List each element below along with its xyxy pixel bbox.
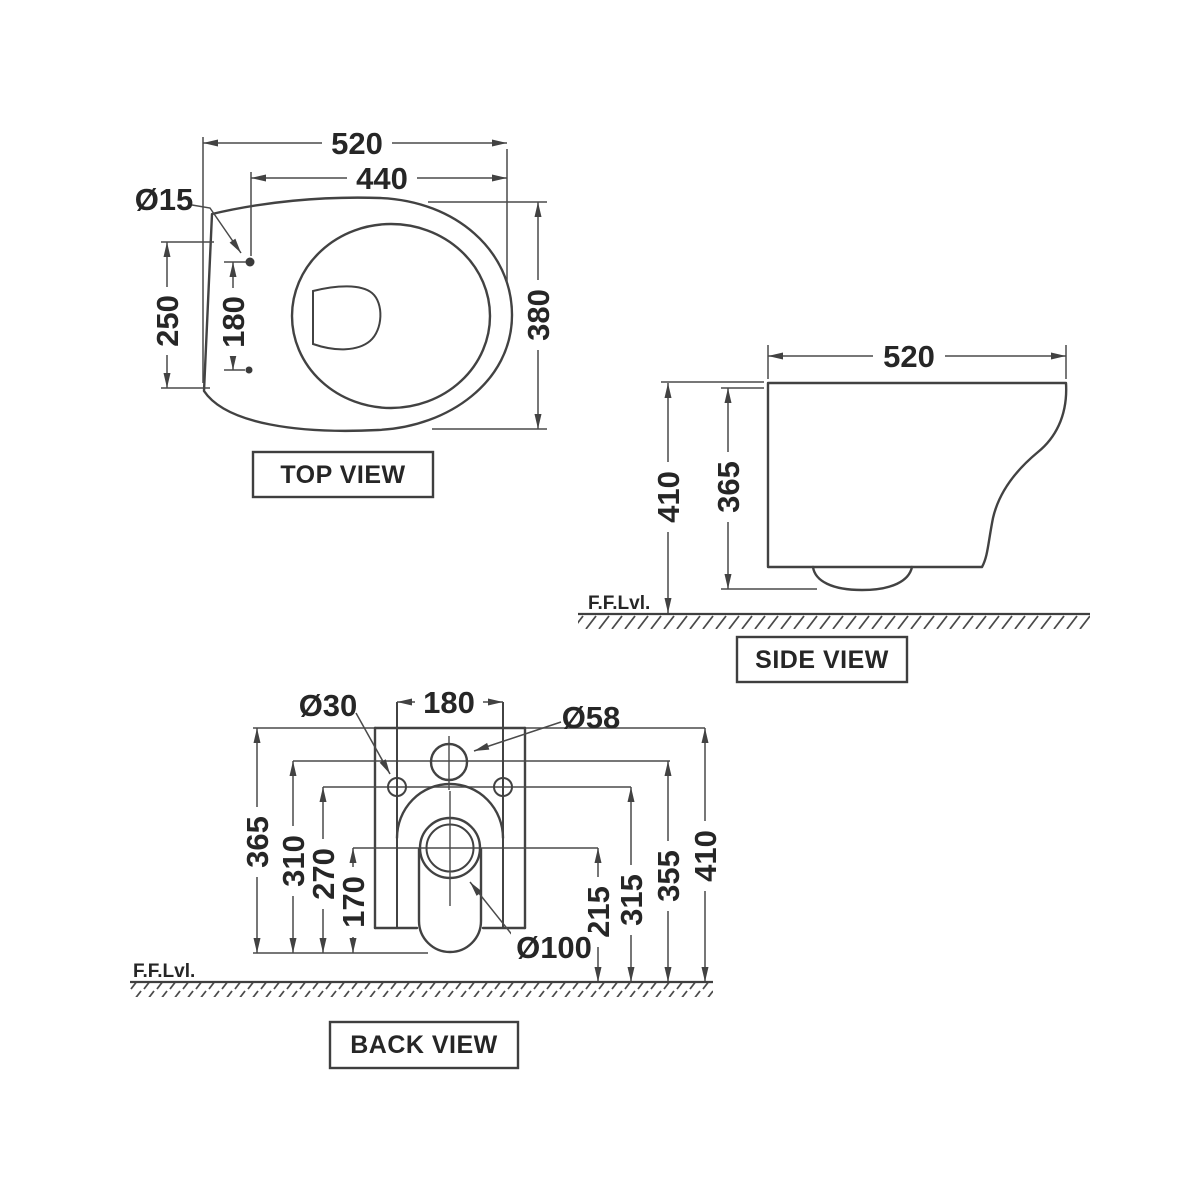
back-view-title-label: BACK VIEW: [350, 1031, 498, 1059]
dim-top-wall-face-width: 250: [150, 241, 214, 389]
dim-top-holes-to-front: 440: [250, 161, 507, 256]
dim-back-outlet-from-floor: 215: [581, 848, 616, 982]
dim-side-overall-length-label: 520: [883, 339, 935, 374]
callout-outlet-diameter-label: Ø100: [516, 930, 592, 965]
dim-back-outlet-from-base: 170: [336, 848, 371, 953]
dim-top-wall-face-width-label: 250: [150, 295, 185, 347]
dim-back-inlet-from-base: 310: [276, 761, 311, 953]
seat-hole-top: [245, 257, 255, 267]
callout-inlet-diameter: Ø58: [473, 700, 621, 752]
dim-top-seat-hole-spacing: 180: [216, 261, 251, 371]
dim-back-fixing-from-base-label: 270: [306, 848, 341, 900]
bowl-rim: [290, 222, 492, 410]
dim-back-fixing-from-floor: 315: [614, 787, 649, 982]
pan-outline-side: [766, 381, 1068, 569]
dim-side-body-height: 365: [711, 387, 817, 590]
callout-fixing-hole-diameter-label: Ø30: [299, 688, 358, 723]
back-view-title: BACK VIEW: [328, 1020, 520, 1070]
callout-seat-hole-diameter-label: Ø15: [135, 182, 194, 217]
side-view-title: SIDE VIEW: [735, 635, 909, 684]
seat-hole-bottom: [245, 366, 253, 374]
outlet-spout: [417, 847, 483, 954]
dim-top-overall-depth: 380: [428, 201, 556, 430]
back-floor-level-label: F.F.Lvl.: [133, 961, 195, 982]
dim-back-outlet-from-base-label: 170: [336, 876, 371, 928]
dim-back-fixing-from-floor-label: 315: [614, 874, 649, 926]
callout-seat-hole-diameter: Ø15: [135, 182, 242, 254]
dim-back-fixing-from-base: 270: [306, 787, 341, 953]
fixing-hole-left: [387, 777, 407, 797]
dim-top-overall-depth-label: 380: [521, 289, 556, 341]
back-floor-level: F.F.Lvl.: [130, 961, 713, 997]
dim-back-top-from-floor: 410: [688, 728, 723, 982]
dim-back-top-from-floor-label: 410: [688, 830, 723, 882]
dim-back-fixing-spacing-label: 180: [423, 685, 475, 720]
dim-back-inlet-from-base-label: 310: [276, 835, 311, 887]
back-floor-hatch: [130, 983, 713, 997]
arch-top: [395, 782, 505, 840]
dim-top-seat-hole-spacing-label: 180: [216, 296, 251, 348]
side-view-title-label: SIDE VIEW: [755, 646, 889, 674]
top-view-title: TOP VIEW: [251, 450, 435, 499]
pan-outline-top: [202, 196, 514, 433]
dim-back-outlet-from-floor-label: 215: [581, 886, 616, 938]
callout-inlet-diameter-label: Ø58: [562, 700, 621, 735]
dim-top-overall-width-label: 520: [331, 126, 383, 161]
dim-side-body-height-label: 365: [711, 461, 746, 513]
back-view: 180 365 310 270: [130, 685, 723, 1070]
dim-back-fixing-spacing: 180: [397, 685, 503, 720]
dim-side-top-height-label: 410: [651, 471, 686, 523]
fixing-hole-right: [493, 777, 513, 797]
dim-back-inlet-from-floor-label: 355: [651, 850, 686, 902]
dim-side-overall-length: 520: [767, 339, 1067, 379]
side-floor-level: F.F.Lvl.: [578, 593, 1090, 629]
dim-back-body-height: 365: [240, 728, 275, 953]
flush-outlet-shape: [312, 285, 382, 351]
dim-side-top-height: 410: [651, 381, 764, 613]
side-floor-hatch: [578, 615, 1090, 629]
side-view: 520 410 365 F.F.Lvl.: [578, 339, 1090, 684]
dim-top-overall-width: 520: [202, 126, 508, 383]
top-view-title-label: TOP VIEW: [280, 461, 405, 489]
dim-back-inlet-from-floor: 355: [651, 761, 686, 982]
dim-back-body-height-label: 365: [240, 816, 275, 868]
callout-outlet-diameter: Ø100: [469, 881, 597, 965]
side-floor-level-label: F.F.Lvl.: [588, 593, 650, 614]
water-inlet-hole: [429, 736, 469, 790]
outlet-hole: [417, 791, 483, 954]
dim-top-holes-to-front-label: 440: [356, 161, 408, 196]
top-view: 520 440 380 250: [135, 126, 556, 499]
callout-fixing-hole-diameter: Ø30: [299, 688, 391, 775]
outlet-bump-side: [811, 565, 914, 592]
